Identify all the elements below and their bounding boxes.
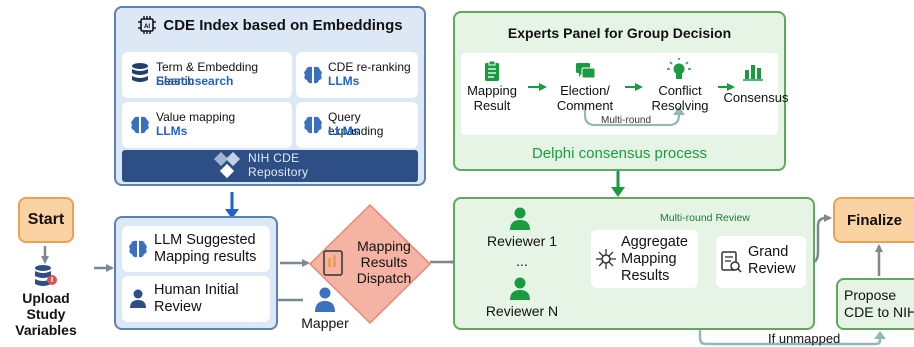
llm-review-panel: LLM Suggested Mapping results Human Init… <box>114 216 278 330</box>
step-consensus: Consensus <box>723 90 789 105</box>
if-unmapped-label: If unmapped <box>768 331 841 346</box>
svg-text:AI: AI <box>144 24 150 30</box>
card-term-search: Term & Embedding Search Elasticsearch <box>122 52 292 98</box>
bar-chart-icon <box>743 65 763 81</box>
grand-review-label: Grand Review <box>748 244 796 277</box>
llm-suggested-card: LLM Suggested Mapping results <box>122 226 270 272</box>
delphi-label: Delphi consensus process <box>531 145 708 162</box>
card-term-search-title: Term & Embedding Search <box>156 60 259 88</box>
clipboard-icon <box>485 60 499 81</box>
brain-icon <box>131 116 149 134</box>
cde-index-header: AI CDE Index based on Embeddings <box>116 16 424 34</box>
experts-panel-title: Experts Panel for Group Decision <box>507 25 732 41</box>
chat-icon <box>576 63 596 79</box>
card-query-expanding-sub: LLMs <box>328 124 360 138</box>
reviewer-ellipsis: ... <box>516 253 528 269</box>
brain-icon <box>129 240 147 258</box>
review-document-icon <box>721 251 742 273</box>
propose-node: Propose CDE to NIH <box>836 278 914 330</box>
upload-label: Upload Study Variables <box>15 290 77 338</box>
cde-index-title: CDE Index based on Embeddings <box>163 16 403 34</box>
card-value-mapping-sub: LLMs <box>156 124 188 138</box>
aggregate-label: Aggregate Mapping Results <box>621 234 688 284</box>
multi-round-label: Multi-round <box>601 115 652 126</box>
step-election-comment: Election/ Comment <box>556 83 614 113</box>
nih-cde-repository-banner: NIH CDE Repository <box>122 150 418 182</box>
llm-suggested-label: LLM Suggested Mapping results <box>154 232 257 265</box>
step-conflict-resolving: Conflict Resolving <box>651 83 709 113</box>
human-review-card: Human Initial Review <box>122 276 270 322</box>
card-cde-reranking-sub: LLMs <box>328 74 360 88</box>
nih-cde-label: NIH CDE <box>248 151 300 165</box>
card-cde-reranking-title: CDE re-ranking <box>328 60 411 74</box>
arrow-unmapped <box>698 292 882 346</box>
mapper-label: Mapper <box>301 315 349 331</box>
database-icon <box>132 63 148 82</box>
card-cde-reranking: CDE re-ranking LLMs <box>296 52 418 98</box>
card-query-expanding: Query expanding LLMs <box>296 102 418 148</box>
start-node: Start <box>18 197 74 243</box>
cde-index-panel: AI CDE Index based on Embeddings Term & … <box>114 6 426 186</box>
grand-review-card: Grand Review <box>716 236 806 288</box>
brain-icon <box>304 116 322 134</box>
repository-label: Repository <box>248 165 309 179</box>
card-value-mapping-title: Value mapping <box>156 110 236 124</box>
step-mapping-result: Mapping Result <box>467 83 517 113</box>
experts-flow-box: Mapping Result Election/ Comment Conflic… <box>461 53 789 135</box>
chip-icon: AI <box>138 16 157 34</box>
card-value-mapping: Value mapping LLMs <box>122 102 292 148</box>
brain-icon <box>304 66 322 84</box>
human-review-label: Human Initial Review <box>154 282 239 315</box>
nih-logo-icon <box>213 152 241 179</box>
aggregate-card: Aggregate Mapping Results <box>591 230 698 288</box>
experts-panel: Experts Panel for Group Decision <box>453 11 789 171</box>
lightbulb-icon <box>667 58 691 79</box>
person-icon <box>130 289 146 308</box>
card-query-expanding-title: Query expanding <box>328 110 384 138</box>
network-icon <box>596 249 616 269</box>
reviewer1-label: Reviewer 1 <box>486 233 558 249</box>
finalize-node: Finalize <box>833 197 914 243</box>
propose-label: Propose CDE to NIH <box>844 287 914 320</box>
reviewerN-label: Reviewer N <box>485 303 559 319</box>
dispatch-label: Mapping Results Dispatch <box>356 238 412 286</box>
card-term-search-sub: Elasticsearch <box>156 74 234 88</box>
multi-round-review-label: Multi-round Review <box>660 212 750 224</box>
experts-flow-graphics <box>485 58 763 127</box>
